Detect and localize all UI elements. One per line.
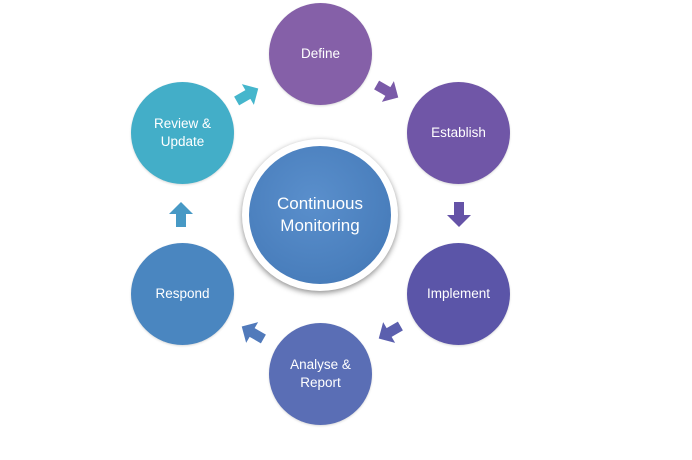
arrow-define-to-establish-icon <box>374 80 399 102</box>
step-implement: Implement <box>407 243 510 345</box>
center-node-continuous-monitoring: Continuous Monitoring <box>249 146 391 284</box>
step-review-update: Review & Update <box>131 82 234 184</box>
arrow-respond-to-review-icon <box>169 202 193 227</box>
arrow-analyse-to-respond-icon <box>241 322 266 344</box>
arrow-implement-to-analyse-icon <box>378 321 403 343</box>
center-node-ring: Continuous Monitoring <box>242 139 398 291</box>
step-establish: Establish <box>407 82 510 184</box>
arrow-establish-to-implement-icon <box>447 202 471 227</box>
arrow-review-to-define-icon <box>234 84 259 106</box>
step-respond: Respond <box>131 243 234 345</box>
step-define: Define <box>269 3 372 105</box>
step-analyse-report: Analyse & Report <box>269 323 372 425</box>
